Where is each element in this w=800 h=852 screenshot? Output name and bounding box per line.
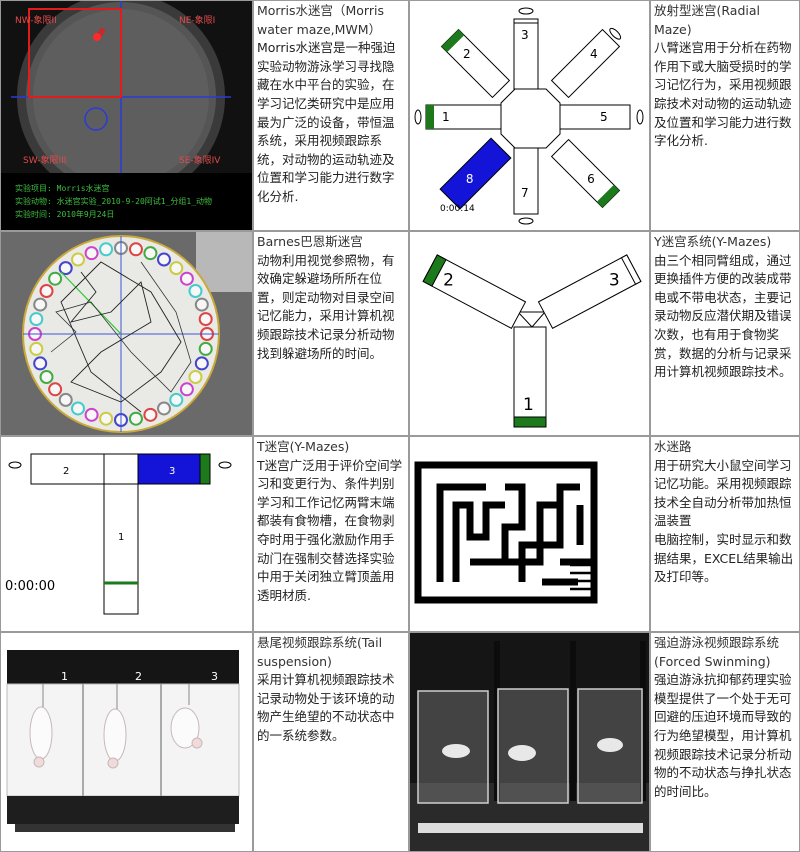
barnes-body: 动物利用视觉参照物，有效确定躲避场所所在位置，则定动物对目录空间记忆能力，采用计…	[257, 252, 395, 361]
radial-description: 放射型迷宫(Radial Maze) 八臂迷宫用于分析在药物作用下或大脑受损时的…	[650, 0, 800, 231]
forced-swimming-image	[409, 632, 650, 852]
arm-5-label: 5	[600, 110, 608, 124]
barnes-hole	[169, 261, 184, 276]
barnes-hole	[179, 271, 194, 286]
t-maze-image: 2 3 1 0:00:00	[0, 436, 253, 632]
info-project: 实验项目: Morris水迷宫	[15, 183, 110, 193]
quadrant-nw-label: NW-象限II	[15, 14, 57, 26]
barnes-description: Barnes巴恩斯迷宫 动物利用视觉参照物，有效确定躲避场所所在位置，则定动物对…	[253, 231, 409, 436]
t-arm-3-label: 3	[169, 466, 175, 477]
barnes-hole	[29, 341, 44, 356]
tmaze-description: T迷宫(Y-Mazes) T迷宫广泛用于评价空间学习和变更行为、条件判别学习和工…	[253, 436, 409, 632]
water-path-description: 水迷路 用于研究大小鼠空间学习记忆功能。采用视频跟踪技术全自动分析带加热恒温装置…	[650, 436, 800, 632]
arm-4-label: 4	[590, 47, 598, 61]
arm-7-label: 7	[521, 186, 529, 200]
barnes-hole	[143, 407, 158, 422]
barnes-hole	[71, 252, 85, 267]
t-timer: 0:00:00	[5, 579, 55, 594]
forced-swim-body: 强迫游泳抗抑郁药理实验模型提供了一个处于无可回避的压迫环境而导致的行为绝望模型，…	[654, 672, 792, 799]
barnes-hole	[157, 401, 171, 416]
t-arm-1-label: 1	[118, 532, 124, 543]
quadrant-sw-label: SW-象限III	[23, 154, 66, 166]
barnes-hole	[128, 242, 143, 257]
forced-swim-description: 强迫游泳视频跟踪系统(Forced Swinming) 强迫游泳抗抑郁药理实验模…	[650, 632, 800, 852]
barnes-hole	[58, 392, 73, 407]
barnes-hole	[128, 411, 143, 426]
barnes-hole	[143, 246, 158, 261]
barnes-hole	[33, 297, 48, 312]
chamber-1-label: 1	[61, 670, 68, 683]
ymaze-body: 由三个相同臂组成，通过更换插件方便的改装成带电或不带电状态，主要记录动物反应潜伏…	[654, 252, 792, 380]
y-arm-3-label: 3	[609, 270, 620, 290]
tail-description: 悬尾视频跟踪系统(Tail suspension) 采用计算机视频跟踪技术记录动…	[253, 632, 409, 852]
barnes-hole	[84, 246, 99, 261]
radial-body: 八臂迷宫用于分析在药物作用下或大脑受损时的学习记忆行为，采用视频跟踪技术对动物的…	[654, 40, 792, 149]
ymaze-title: Y迷宫系统(Y-Mazes)	[654, 234, 772, 249]
barnes-hole	[198, 312, 213, 327]
barnes-hole	[48, 382, 63, 397]
barnes-title: Barnes巴恩斯迷宫	[257, 234, 363, 249]
barnes-hole	[194, 297, 209, 312]
barnes-hole	[71, 401, 85, 416]
y-arm-2-label: 2	[443, 270, 454, 290]
morris-description: Morris水迷宫（Morris water maze,MWM） Morris水…	[253, 0, 409, 231]
arm-3-label: 3	[521, 28, 529, 42]
barnes-hole	[39, 284, 54, 298]
barnes-hole	[99, 242, 114, 257]
barnes-hole	[84, 407, 99, 422]
barnes-hole	[58, 261, 73, 276]
y-arm-1-label: 1	[523, 395, 534, 415]
barnes-hole	[48, 271, 63, 286]
barnes-maze-image	[0, 231, 253, 436]
morris-body: Morris水迷宫是一种强迫实验动物游泳学习寻找隐藏在水中平台的实验，在学习记忆…	[257, 40, 396, 204]
y-maze-image: 2 3 1	[409, 231, 650, 436]
barnes-hole	[179, 382, 194, 397]
radial-maze-image: 3 7 1 5 2	[409, 0, 650, 231]
water-maze-path-image	[409, 436, 650, 632]
arm-1-label: 1	[442, 110, 450, 124]
arm-8-label: 8	[466, 172, 474, 186]
barnes-hole	[29, 312, 44, 327]
morris-water-maze-image: NW-象限II NE-象限I SW-象限III SE-象限IV 实验项目: Mo…	[0, 0, 253, 231]
quadrant-se-label: SE-象限IV	[179, 154, 221, 166]
ymaze-description: Y迷宫系统(Y-Mazes) 由三个相同臂组成，通过更换插件方便的改装成带电或不…	[650, 231, 800, 436]
info-animal: 实验动物: 水迷宫实验_2010-9-20阿试1_分组1_动物	[15, 196, 212, 206]
chamber-3-label: 3	[211, 670, 218, 683]
radial-title: 放射型迷宫(Radial Maze)	[654, 3, 760, 37]
tail-suspension-image: 1 2 3	[0, 632, 253, 852]
barnes-hole	[188, 284, 203, 298]
tail-body: 采用计算机视频跟踪技术记录动物处于该环境的动物产生绝望的不动状态中的一系统参数。	[257, 672, 395, 743]
arm-6-label: 6	[587, 172, 595, 186]
radial-timer: 0:00:14	[440, 204, 475, 214]
barnes-hole	[194, 356, 209, 371]
tmaze-body: T迷宫广泛用于评价空间学习和变更行为、条件判别学习和工作记忆两臂末端都装有食物槽…	[257, 457, 403, 603]
barnes-hole	[198, 341, 213, 356]
barnes-hole	[157, 252, 171, 267]
t-arm-2-label: 2	[63, 466, 69, 477]
chamber-2-label: 2	[135, 670, 142, 683]
barnes-hole	[169, 392, 184, 407]
tail-title: 悬尾视频跟踪系统(Tail suspension)	[257, 635, 383, 669]
quadrant-ne-label: NE-象限I	[179, 14, 215, 26]
barnes-hole	[188, 370, 203, 384]
barnes-hole	[33, 356, 48, 371]
forced-swim-title: 强迫游泳视频跟踪系统(Forced Swinming)	[654, 635, 780, 669]
info-time: 实验时间: 2010年9月24日	[15, 209, 114, 219]
water-path-title: 水迷路	[654, 439, 692, 454]
arm-2-label: 2	[463, 47, 471, 61]
tmaze-title: T迷宫(Y-Mazes)	[257, 439, 350, 454]
barnes-hole	[39, 370, 54, 384]
morris-title: Morris水迷宫（Morris water maze,MWM）	[257, 3, 384, 37]
barnes-hole	[99, 411, 114, 426]
water-path-body: 用于研究大小鼠空间学习记忆功能。采用视频跟踪技术全自动分析带加热恒温装置 电脑控…	[654, 457, 794, 585]
